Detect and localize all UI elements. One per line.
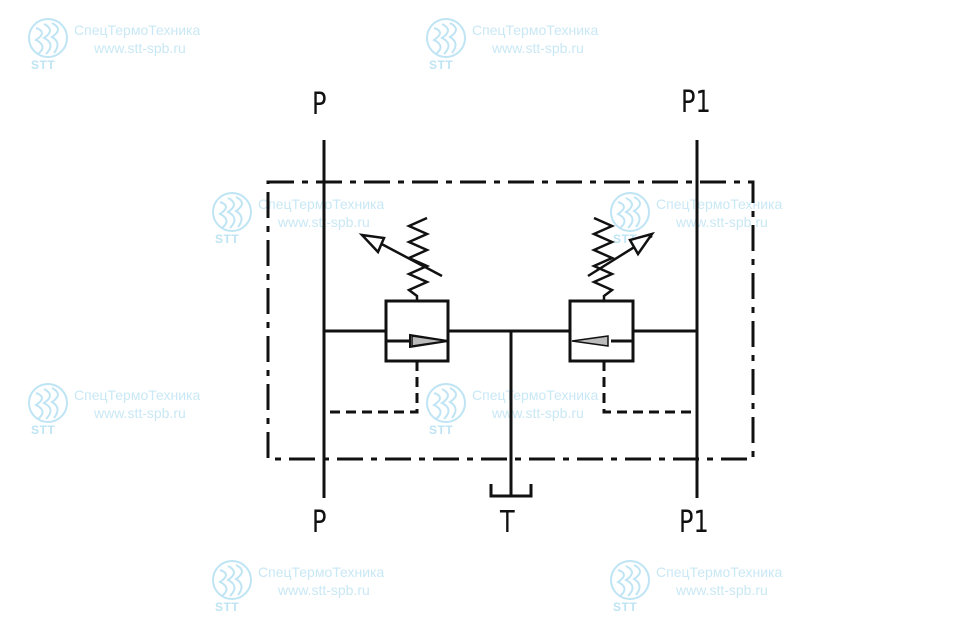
stt-logo-icon: [212, 560, 252, 600]
watermark-website: www.stt-spb.ru: [492, 40, 584, 56]
stt-logo-icon: [212, 192, 252, 232]
watermark-company-name: СпецТермоТехника: [258, 564, 385, 580]
watermark-company-name: СпецТермоТехника: [656, 196, 783, 212]
watermark-abbreviation: STT: [215, 600, 240, 614]
watermark: STT СпецТермоТехника www.stt-spb.ru: [608, 560, 808, 620]
watermark-company-name: СпецТермоТехника: [472, 387, 599, 403]
stt-logo-icon: [28, 383, 68, 423]
relief-valve-left: [358, 216, 450, 363]
watermark-abbreviation: STT: [31, 58, 56, 72]
watermark-abbreviation: STT: [429, 58, 454, 72]
stt-logo-icon: [426, 383, 466, 423]
watermark-website: www.stt-spb.ru: [94, 40, 186, 56]
watermark-abbreviation: STT: [215, 232, 240, 246]
tank-symbol: [489, 484, 533, 498]
watermark-company-name: СпецТермоТехника: [74, 22, 201, 38]
watermark-website: www.stt-spb.ru: [278, 582, 370, 598]
port-label-p-top: P: [312, 87, 327, 122]
port-label-p1-bottom: P1: [679, 505, 709, 540]
watermark-company-name: СпецТермоТехника: [258, 196, 385, 212]
watermark-website: www.stt-spb.ru: [676, 582, 768, 598]
watermark-website: www.stt-spb.ru: [492, 405, 584, 421]
watermark-company-name: СпецТермоТехника: [472, 22, 599, 38]
port-label-t: T: [500, 505, 515, 540]
watermark-company-name: СпецТермоТехника: [656, 564, 783, 580]
port-label-p1-top: P1: [681, 85, 711, 120]
stt-logo-icon: [426, 18, 466, 58]
relief-valve-right: [568, 216, 656, 363]
stt-logo-icon: [28, 18, 68, 58]
watermark: STT СпецТермоТехника www.stt-spb.ru: [26, 18, 226, 78]
watermark-website: www.stt-spb.ru: [676, 214, 768, 230]
stt-logo-icon: [610, 192, 650, 232]
watermark: STT СпецТермоТехника www.stt-spb.ru: [424, 383, 624, 443]
port-label-p-bottom: P: [312, 505, 327, 540]
watermark-website: www.stt-spb.ru: [94, 405, 186, 421]
watermark: STT СпецТермоТехника www.stt-spb.ru: [424, 18, 624, 78]
watermark-abbreviation: STT: [429, 423, 454, 437]
component-boundary: [266, 180, 755, 461]
watermark-abbreviation: STT: [613, 600, 638, 614]
watermark: STT СпецТермоТехника www.stt-spb.ru: [608, 192, 808, 252]
pilot-line-left: [324, 361, 419, 414]
watermark: STT СпецТермоТехника www.stt-spb.ru: [26, 383, 226, 443]
watermark: STT СпецТермоТехника www.stt-spb.ru: [210, 560, 410, 620]
pilot-line-right: [602, 361, 697, 414]
watermark-company-name: СпецТермоТехника: [74, 387, 201, 403]
stt-logo-icon: [610, 560, 650, 600]
watermark-abbreviation: STT: [31, 423, 56, 437]
pilot-lines: [324, 361, 697, 414]
